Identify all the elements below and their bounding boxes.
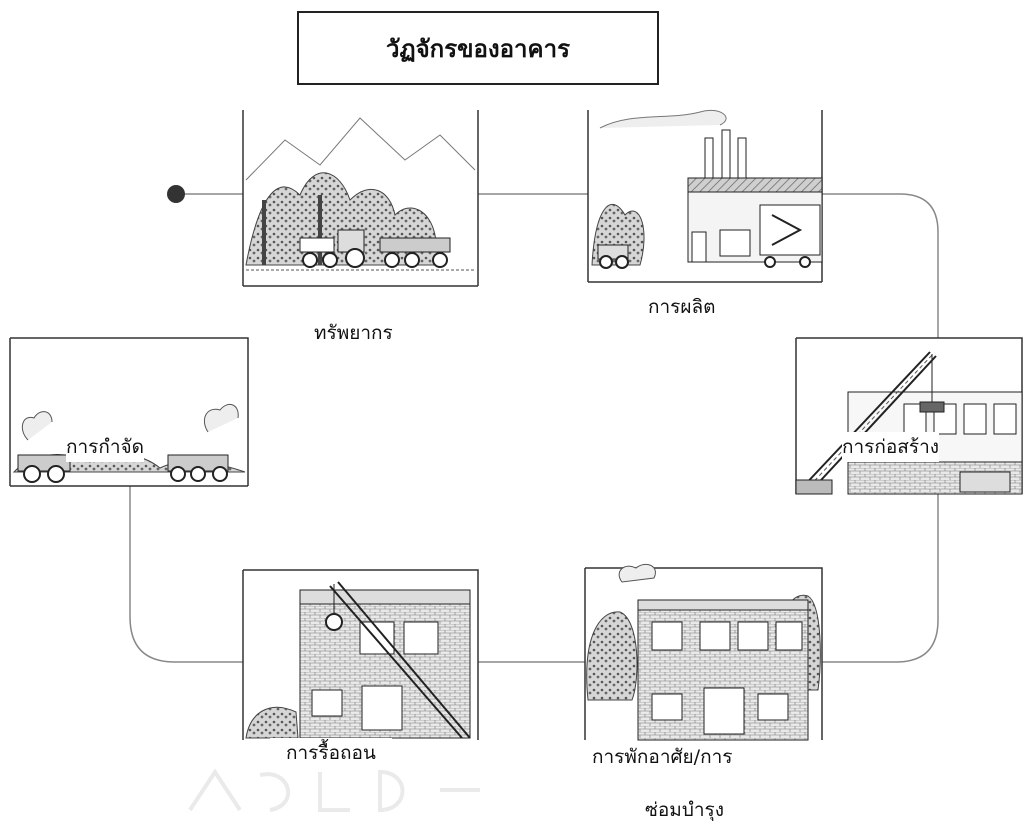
- connector-production-construction: [822, 193, 939, 338]
- panel-resources: [242, 110, 479, 287]
- watermark-logo: [188, 768, 480, 813]
- label-production: การผลิต: [648, 292, 716, 322]
- panel-occupancy: [584, 563, 823, 741]
- panel-demolition: [242, 569, 479, 740]
- panel-disposal: [9, 337, 249, 487]
- label-occupancy-line1: การพักอาศัย/การ: [582, 742, 743, 772]
- label-construction: การก่อสร้าง: [842, 432, 940, 462]
- cycle-connectors: [129, 193, 939, 663]
- connector-demolition-disposal: [129, 486, 243, 663]
- panel-production: [587, 110, 823, 283]
- connector-construction-occupancy: [822, 494, 939, 663]
- start-dot: [167, 185, 185, 203]
- title-box: วัฏจักรของอาคาร: [297, 11, 659, 85]
- label-resources: ทรัพยากร: [314, 318, 393, 348]
- diagram-title: วัฏจักรของอาคาร: [386, 34, 570, 63]
- label-disposal: การกำจัด: [66, 432, 145, 462]
- panel-construction: [795, 337, 1023, 495]
- label-demolition: การรื้อถอน: [270, 738, 392, 768]
- label-occupancy-line2: ซ่อมบำรุง: [645, 795, 725, 825]
